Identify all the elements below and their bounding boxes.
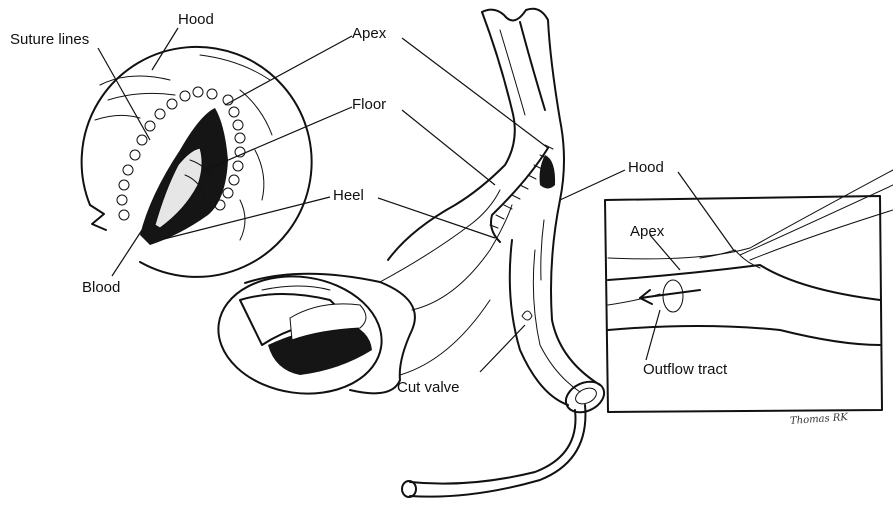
magnified-anastomosis-circle bbox=[82, 47, 312, 277]
label-heel: Heel bbox=[333, 188, 364, 203]
artery bbox=[510, 200, 609, 418]
label-floor: Floor bbox=[352, 97, 386, 112]
vein-graft-tube bbox=[388, 9, 564, 260]
label-blood: Blood bbox=[82, 280, 120, 295]
label-apex-top: Apex bbox=[352, 26, 386, 41]
catheter bbox=[402, 405, 585, 497]
label-hood-right: Hood bbox=[628, 160, 664, 175]
label-apex-inset: Apex bbox=[630, 224, 664, 239]
label-cut-valve: Cut valve bbox=[397, 380, 460, 395]
label-hood-top: Hood bbox=[178, 12, 214, 27]
opened-vessel-segment bbox=[211, 190, 512, 404]
label-outflow-tract: Outflow tract bbox=[643, 362, 727, 377]
label-suture-lines: Suture lines bbox=[10, 32, 89, 47]
